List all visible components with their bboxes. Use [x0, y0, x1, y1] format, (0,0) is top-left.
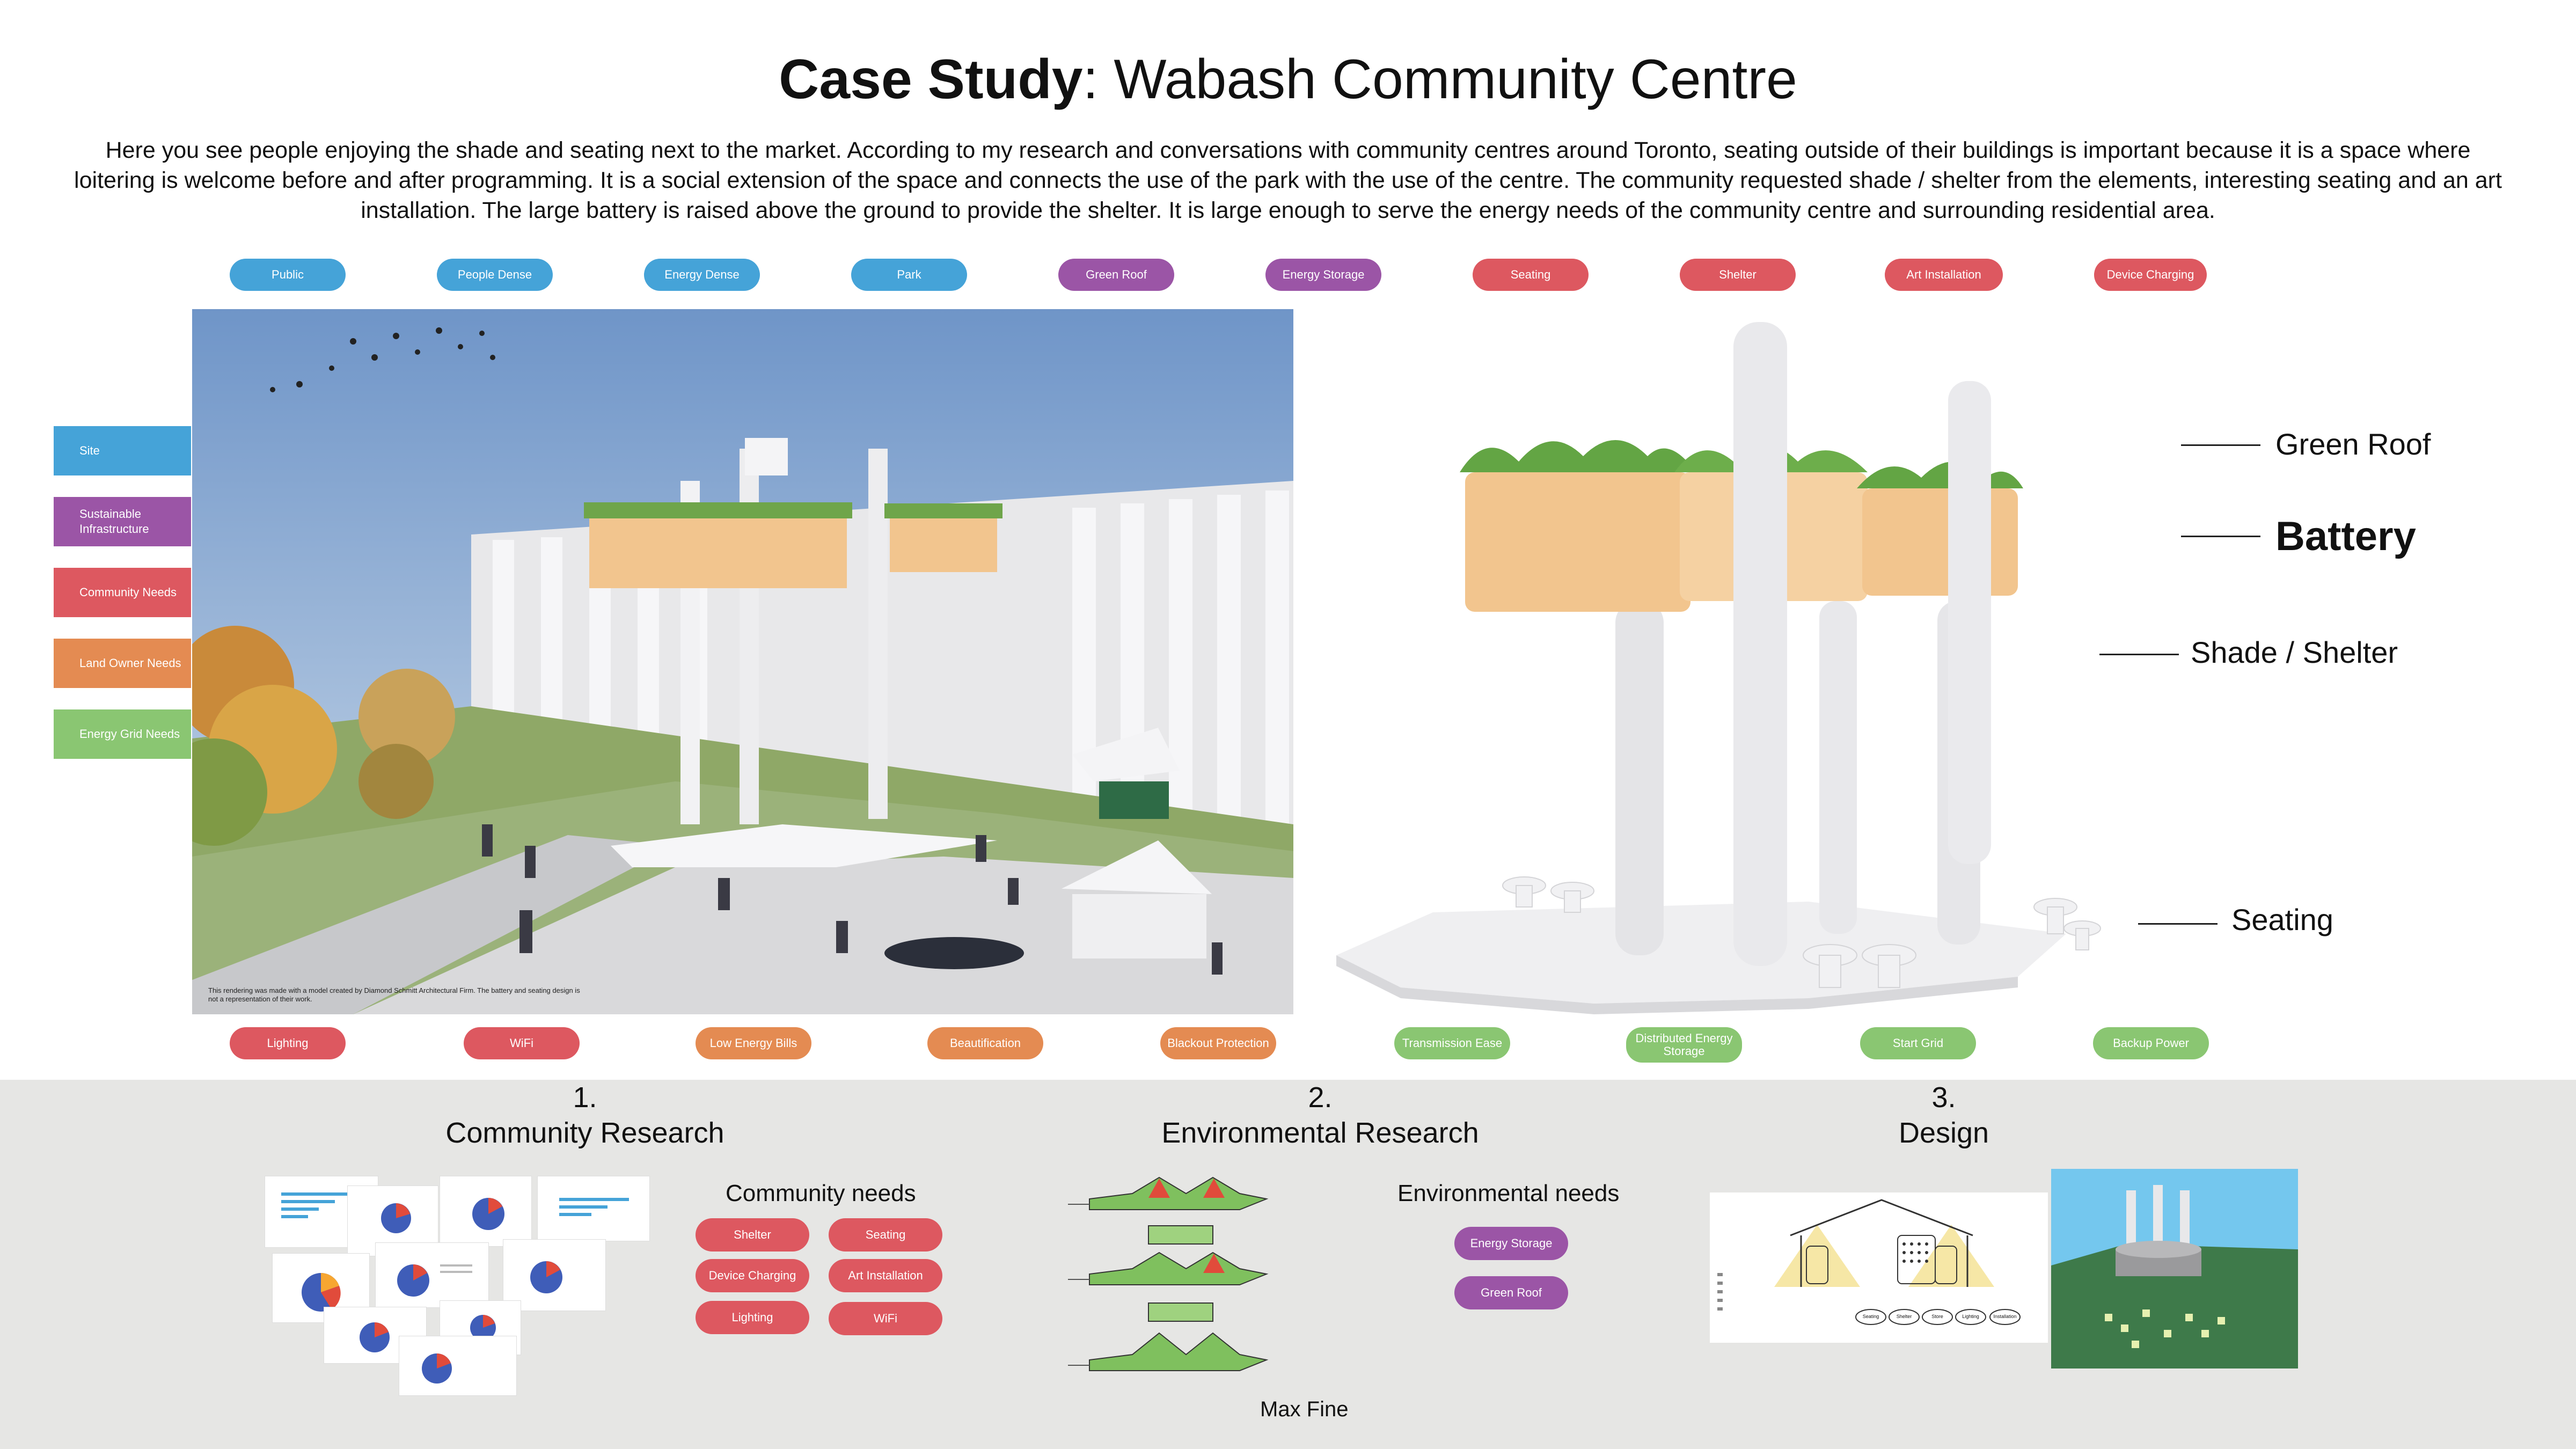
design-3d-render — [2051, 1169, 2298, 1368]
tag-low-energy-bills: Low Energy Bills — [696, 1027, 811, 1059]
callout-line-green-roof — [2181, 444, 2260, 446]
step-3-number: 3. — [1931, 1081, 1956, 1114]
design-diagram: Seating Shelter Store Lighting Installat… — [1710, 1192, 2048, 1343]
tag-energy-grid-needs: Energy Grid Needs — [54, 709, 191, 759]
tag-transmission-ease: Transmission Ease — [1394, 1027, 1510, 1059]
need-device-charging: Device Charging — [696, 1259, 809, 1292]
survey-sheet — [324, 1307, 426, 1363]
community-needs-heading: Community needs — [726, 1180, 916, 1206]
step-2: 2. Environmental Research — [1106, 1080, 1535, 1151]
tag-seating: Seating — [1473, 259, 1589, 291]
tag-green-roof: Green Roof — [1058, 259, 1174, 291]
tag-backup-power: Backup Power — [2093, 1027, 2209, 1059]
pie-chart-thumbnail — [360, 1322, 390, 1352]
step-2-title: Environmental Research — [1161, 1117, 1479, 1149]
tag-sustainable-infrastructure: Sustainable Infrastructure — [54, 497, 191, 546]
callout-line-shade — [2099, 654, 2179, 655]
tag-start-grid: Start Grid — [1860, 1027, 1976, 1059]
step-3: 3. Design — [1729, 1080, 2158, 1151]
step-1-number: 1. — [573, 1081, 597, 1114]
tag-device-charging: Device Charging — [2094, 259, 2207, 291]
bar-chart-thumbnail — [281, 1192, 356, 1218]
callout-line-battery — [2181, 536, 2260, 537]
tag-people-dense: People Dense — [437, 259, 553, 291]
tag-energy-storage: Energy Storage — [1265, 259, 1381, 291]
survey-sheet — [440, 1176, 531, 1246]
energy-flow-illustration — [1068, 1176, 1269, 1371]
author-credit: Max Fine — [1260, 1397, 1349, 1421]
callout-seating: Seating — [2231, 903, 2333, 936]
page-title: Case Study: Wabash Community Centre — [779, 48, 1797, 111]
step-2-number: 2. — [1308, 1081, 1333, 1114]
tag-blackout-protection: Blackout Protection — [1160, 1027, 1276, 1059]
design-label-seating: Seating — [1862, 1314, 1879, 1319]
pie-chart-thumbnail — [397, 1264, 472, 1297]
tag-distributed-energy-storage: Distributed Energy Storage — [1626, 1027, 1742, 1063]
pie-chart-thumbnail — [381, 1203, 411, 1233]
need-seating: Seating — [829, 1218, 942, 1252]
tag-wifi: WiFi — [464, 1027, 580, 1059]
callout-green-roof: Green Roof — [2275, 427, 2431, 461]
callout-line-seating — [2138, 923, 2218, 925]
step-1: 1. Community Research — [370, 1080, 800, 1151]
energy-flow-diagram — [1068, 1172, 1283, 1397]
survey-sheet — [399, 1336, 516, 1395]
tag-energy-dense: Energy Dense — [644, 259, 760, 291]
intro-paragraph: Here you see people enjoying the shade a… — [74, 137, 2502, 223]
battery-model-illustration — [1326, 301, 2184, 1041]
need-wifi: WiFi — [829, 1302, 942, 1335]
pie-chart-thumbnail — [530, 1261, 562, 1293]
survey-sheet — [538, 1176, 649, 1241]
tag-community-needs: Community Needs — [54, 568, 191, 617]
design-label-installation: Installation — [1993, 1314, 2017, 1319]
tag-park: Park — [851, 259, 967, 291]
survey-sheet — [376, 1243, 488, 1307]
need-shelter: Shelter — [696, 1218, 809, 1252]
tag-public: Public — [230, 259, 346, 291]
photo-caption: This rendering was made with a model cre… — [208, 986, 580, 1003]
site-rendering: This rendering was made with a model cre… — [192, 309, 1293, 1014]
tag-art-installation: Art Installation — [1885, 259, 2003, 291]
tag-land-owner-needs: Land Owner Needs — [54, 639, 191, 688]
tag-beautification: Beautification — [927, 1027, 1043, 1059]
callout-battery: Battery — [2275, 514, 2416, 559]
tag-site: Site — [54, 426, 191, 475]
need-lighting: Lighting — [696, 1301, 809, 1334]
survey-sheet — [503, 1240, 605, 1311]
need-green-roof: Green Roof — [1454, 1276, 1568, 1309]
bar-chart-thumbnail — [559, 1198, 629, 1216]
site-rendering-illustration — [192, 309, 1293, 1014]
environmental-needs-heading: Environmental needs — [1397, 1180, 1620, 1206]
pie-chart-thumbnail — [470, 1315, 496, 1341]
design-label-lighting: Lighting — [1962, 1314, 1979, 1319]
design-label-store: Store — [1931, 1314, 1943, 1319]
tag-lighting: Lighting — [230, 1027, 346, 1059]
need-art-installation: Art Installation — [829, 1259, 942, 1292]
design-3d-render-illustration — [2051, 1169, 2298, 1368]
step-3-title: Design — [1898, 1117, 1989, 1149]
design-label-shelter: Shelter — [1896, 1314, 1912, 1319]
design-diagram-illustration — [1717, 1199, 2021, 1325]
battery-model-drawing — [1336, 322, 2101, 1014]
pie-chart-thumbnail — [472, 1198, 504, 1230]
callout-shade-shelter: Shade / Shelter — [2191, 635, 2398, 669]
need-energy-storage: Energy Storage — [1454, 1227, 1568, 1260]
pie-chart-thumbnail — [422, 1353, 452, 1384]
pie-chart-thumbnail — [302, 1273, 341, 1312]
tag-shelter: Shelter — [1680, 259, 1796, 291]
step-1-title: Community Research — [445, 1117, 724, 1149]
